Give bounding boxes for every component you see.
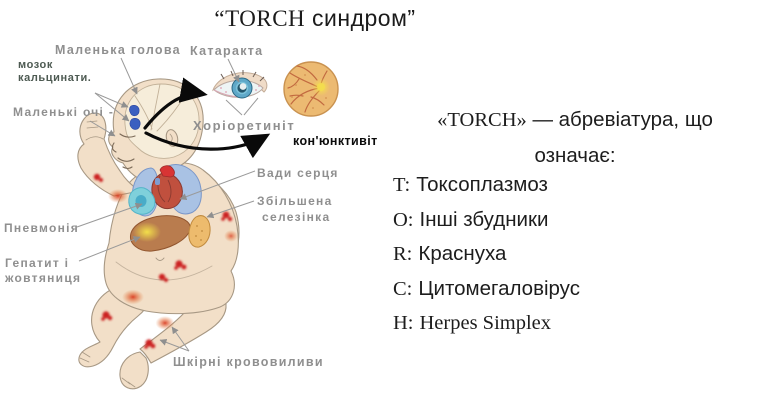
title-torch: “TORCH bbox=[214, 6, 306, 31]
title-rest: синдром” bbox=[305, 5, 416, 31]
label-hepatitis-line2: жовтяниця bbox=[5, 271, 82, 285]
baby-closed-eye bbox=[119, 133, 136, 138]
brain-calcifications bbox=[129, 105, 141, 130]
torch-heading-line2: означає: bbox=[534, 144, 616, 167]
spleen bbox=[188, 215, 211, 248]
leader-lines bbox=[76, 57, 256, 352]
line-spleen bbox=[206, 200, 255, 219]
torch-heading-rest: — абревіатура, що bbox=[526, 108, 713, 131]
label-small-eyes: Маленькі очі - bbox=[13, 105, 115, 119]
label-enlarged-spleen: Збільшена селезінка bbox=[257, 193, 333, 225]
arrow-to-eye bbox=[143, 77, 208, 130]
torch-heading-line1: «TORCH» — абревіатура, що bbox=[395, 102, 755, 138]
label-brain-calcifications-line2: кальцинати. bbox=[18, 71, 92, 84]
torch-list: T:Токсоплазмоз O:Інші збудники R:Краснух… bbox=[393, 174, 580, 347]
torch-term-t: Токсоплазмоз bbox=[416, 173, 548, 196]
arrow-to-conjunctivitis bbox=[144, 131, 271, 159]
label-conjunctivitis: кон'юнктивіт bbox=[293, 134, 378, 148]
label-heart-defects: Вади серця bbox=[257, 166, 339, 180]
label-brain-calcifications-line1: мозок bbox=[18, 59, 53, 71]
torch-term-o: Інші збудники bbox=[419, 207, 549, 231]
line-skin-2 bbox=[171, 326, 190, 352]
torch-heading-torch: «TORCH» bbox=[437, 109, 527, 131]
eye-illustration bbox=[211, 70, 268, 116]
line-hepatitis bbox=[78, 236, 141, 262]
label-cataract: Катаракта bbox=[190, 44, 264, 58]
aorta bbox=[159, 165, 175, 178]
line-heart-defects bbox=[179, 170, 256, 201]
jaundice-glow bbox=[133, 222, 161, 242]
line-cataract bbox=[227, 58, 240, 83]
torch-letter-h: H: bbox=[393, 312, 414, 334]
label-pneumonia: Пневмонія bbox=[4, 221, 80, 235]
baby-mouth bbox=[117, 157, 135, 162]
label-skin-hemorrhages: Шкірні крововиливи bbox=[173, 355, 324, 369]
baby-nose bbox=[111, 142, 117, 153]
label-small-head: Маленька голова bbox=[55, 43, 181, 57]
torch-letter-t: T: bbox=[393, 174, 411, 196]
torch-letter-c: C: bbox=[393, 277, 413, 300]
page-title: “TORCH синдром” bbox=[40, 5, 590, 32]
label-enlarged-spleen-line1: Збільшена bbox=[257, 194, 333, 208]
torch-abbreviation-heading: «TORCH» — абревіатура, що означає: bbox=[395, 102, 755, 173]
line-small-head bbox=[120, 57, 138, 95]
torch-item-c: C:Цитомегаловірус bbox=[393, 278, 580, 300]
label-hepatitis-line1: Гепатит і bbox=[5, 256, 70, 270]
label-chorioretinitis: Хоріоретиніт bbox=[193, 118, 296, 133]
fundus-illustration bbox=[283, 61, 339, 117]
organs bbox=[128, 105, 211, 252]
arrows bbox=[143, 77, 271, 159]
line-small-eyes bbox=[89, 120, 116, 137]
cataract-spot bbox=[239, 83, 247, 90]
label-hepatitis-jaundice: Гепатит і жовтяниця bbox=[5, 256, 81, 286]
torch-letter-o: O: bbox=[393, 208, 414, 231]
label-brain-calcifications: мозок кальцинати. bbox=[18, 59, 91, 84]
baby-right-foot bbox=[119, 351, 149, 390]
torch-item-o: O:Інші збудники bbox=[393, 209, 580, 231]
torch-letter-r: R: bbox=[393, 243, 413, 265]
torch-term-c: Цитомегаловірус bbox=[418, 276, 580, 300]
baby-illustration bbox=[76, 57, 339, 390]
torch-item-h: H:Herpes Simplex bbox=[393, 312, 580, 334]
skin-hemorrhages bbox=[93, 173, 238, 349]
line-calc-2 bbox=[94, 92, 130, 122]
line-pneumonia bbox=[76, 202, 143, 228]
torch-item-t: T:Токсоплазмоз bbox=[393, 174, 580, 196]
line-calc-1 bbox=[94, 92, 129, 108]
torch-term-h: Herpes Simplex bbox=[419, 312, 552, 334]
baby-raised-arm bbox=[77, 112, 141, 197]
torch-term-r: Краснуха bbox=[418, 242, 507, 265]
torch-item-r: R:Краснуха bbox=[393, 243, 580, 265]
eyelashes bbox=[220, 70, 265, 82]
label-enlarged-spleen-line2: селезінка bbox=[262, 210, 331, 224]
line-skin-1 bbox=[159, 339, 190, 352]
